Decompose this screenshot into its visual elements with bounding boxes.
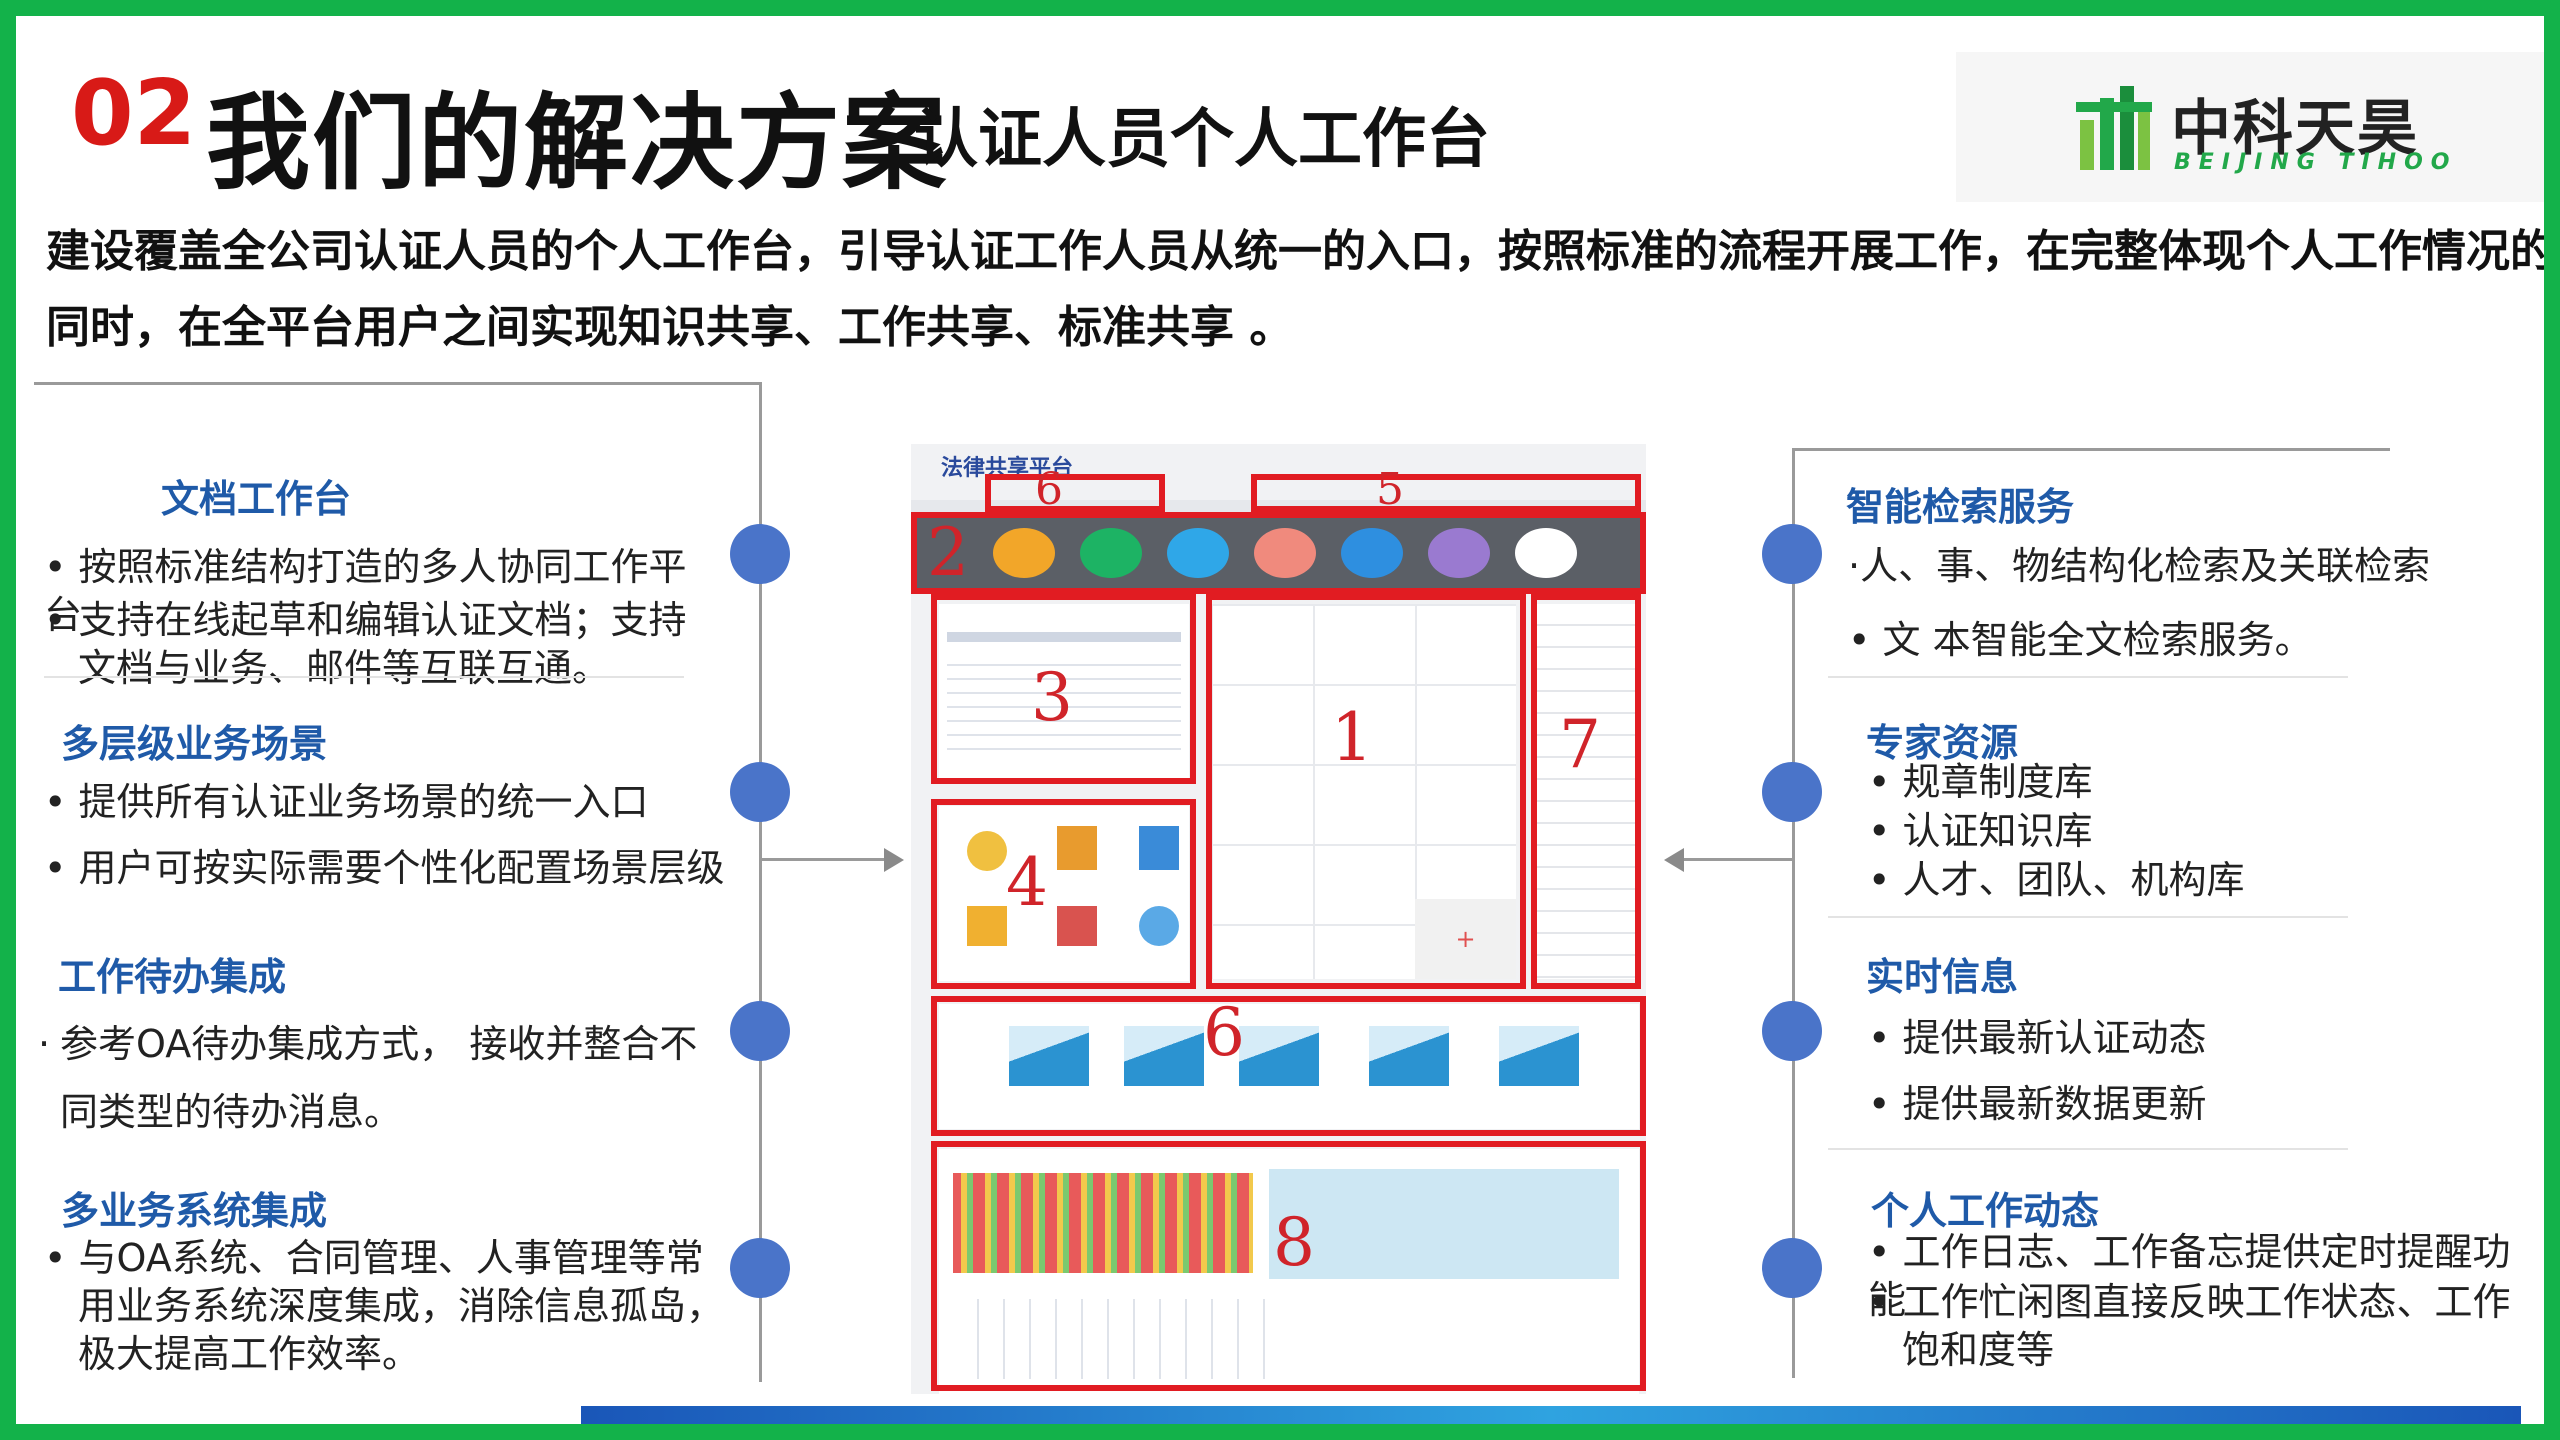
shortcut-icon: [1341, 528, 1403, 578]
right-section-title-3: 实时信息: [1866, 955, 2019, 999]
logo-name-cn: 中科天昊: [2171, 94, 2419, 164]
region-number: 6: [1035, 464, 1063, 515]
right-item: • 工作日志、工作备忘提供定时提醒功能: [1868, 1230, 2511, 1322]
left-arrow-icon: [884, 848, 904, 872]
right-item: • 提供最新数据更新: [1868, 1082, 2207, 1126]
left-top-line: [34, 382, 762, 385]
left-dot-1: [730, 524, 790, 584]
right-item: • 文 本智能全文检索服务。: [1848, 618, 2313, 662]
divider: [1828, 676, 2348, 678]
shortcut-icon: [1515, 528, 1577, 578]
right-section-title-1: 智能检索服务: [1846, 485, 2075, 529]
region-box-6-top: [985, 474, 1165, 512]
right-connector-line: [1681, 858, 1792, 861]
left-vertical-line: [759, 382, 762, 1382]
region-number: 2: [927, 514, 969, 591]
right-item: • 提供最新认证动态: [1868, 1016, 2207, 1060]
page-subtitle: 认证人员个人工作台: [914, 103, 1490, 177]
shortcut-icon: [1254, 528, 1316, 578]
region-number: 3: [1031, 659, 1073, 736]
left-section-title-4: 多业务系统集成: [61, 1189, 328, 1233]
region-number: 8: [1273, 1204, 1315, 1281]
region-box-6: [931, 996, 1646, 1136]
right-arrow-icon: [1664, 848, 1684, 872]
left-item: • 按照标准结构打造的多人协同工作平台: [44, 545, 687, 637]
work-grid-panel: +: [1211, 604, 1516, 979]
right-item: • 人才、团队、机构库: [1868, 858, 2245, 902]
apps-panel: [939, 806, 1189, 981]
right-dot-2: [1762, 762, 1822, 822]
left-dot-2: [730, 762, 790, 822]
right-item: • 认证知识库: [1868, 809, 2093, 853]
region-number: 1: [1331, 699, 1373, 776]
region-number: 4: [1006, 844, 1048, 921]
table-panel: [939, 604, 1189, 779]
left-item: • 用户可按实际需要个性化配置场景层级: [44, 846, 725, 890]
carousel-panel: [939, 1004, 1639, 1129]
news-panel: [1536, 604, 1636, 979]
left-item: • 提供所有认证业务场景的统一入口: [44, 780, 649, 824]
platform-screenshot: 法律共享平台 +: [911, 444, 1646, 1394]
region-box-7: [1531, 594, 1641, 989]
right-dot-4: [1762, 1238, 1822, 1298]
region-box-1: [1206, 594, 1526, 989]
left-item: • 支持在线起草和编辑认证文档；支持文档与业务、邮件等互联互通。: [44, 598, 687, 690]
right-vertical-line: [1792, 448, 1795, 1378]
divider: [44, 676, 684, 678]
page-title: 我们的解决方案: [206, 82, 949, 204]
left-section-title-2: 多层级业务场景: [61, 722, 328, 766]
logo-name-en: BEIJING TIHOO: [2174, 150, 2458, 175]
region-box-4: [931, 799, 1196, 989]
shortcut-icon: [1080, 528, 1142, 578]
region-box-2: [911, 512, 1646, 594]
region-box-5: [1251, 474, 1641, 512]
left-section-title-3: 工作待办集成: [58, 955, 287, 999]
region-number: 6: [1203, 994, 1245, 1071]
shortcut-toolbar: [915, 516, 1645, 590]
right-section-title-2: 专家资源: [1866, 721, 2019, 765]
right-top-line: [1792, 448, 2390, 451]
right-dot-3: [1762, 1001, 1822, 1061]
region-number: 7: [1559, 706, 1601, 783]
status-panel: [939, 1149, 1639, 1394]
region-number: 5: [1376, 464, 1404, 515]
intro-paragraph: 建设覆盖全公司认证人员的个人工作台，引导认证工作人员从统一的入口，按照标准的流程…: [46, 226, 2554, 353]
company-logo: 中科天昊 BEIJING TIHOO: [1956, 52, 2544, 202]
region-box-8: [931, 1141, 1646, 1391]
left-section-title-1: 文档工作台: [161, 477, 352, 521]
shortcut-icon: [1167, 528, 1229, 578]
right-dot-1: [1762, 524, 1822, 584]
left-item: • 与OA系统、合同管理、人事管理等常用业务系统深度集成，消除信息孤岛，极大提高…: [44, 1236, 725, 1376]
right-item: • 工作忙闲图直接反映工作状态、工作饱和度等: [1868, 1280, 2511, 1372]
logo-mark-icon: [2076, 86, 2152, 170]
divider: [1828, 916, 2348, 918]
left-dot-4: [730, 1238, 790, 1298]
left-dot-3: [730, 1001, 790, 1061]
left-item: ·参考OA待办集成方式， 接收并整合不同类型的待办消息。: [38, 1022, 698, 1134]
bottom-decor-bar: [581, 1406, 2521, 1424]
shortcut-icon: [1428, 528, 1490, 578]
section-number: 02: [71, 61, 197, 166]
right-item: • 规章制度库: [1868, 760, 2093, 804]
divider: [1828, 1148, 2348, 1150]
region-box-3: [931, 594, 1196, 784]
left-connector-line: [762, 858, 892, 861]
right-section-title-4: 个人工作动态: [1871, 1189, 2100, 1233]
right-item: ·人、事、物结构化检索及关联检索: [1848, 544, 2431, 588]
shortcut-icon: [993, 528, 1055, 578]
